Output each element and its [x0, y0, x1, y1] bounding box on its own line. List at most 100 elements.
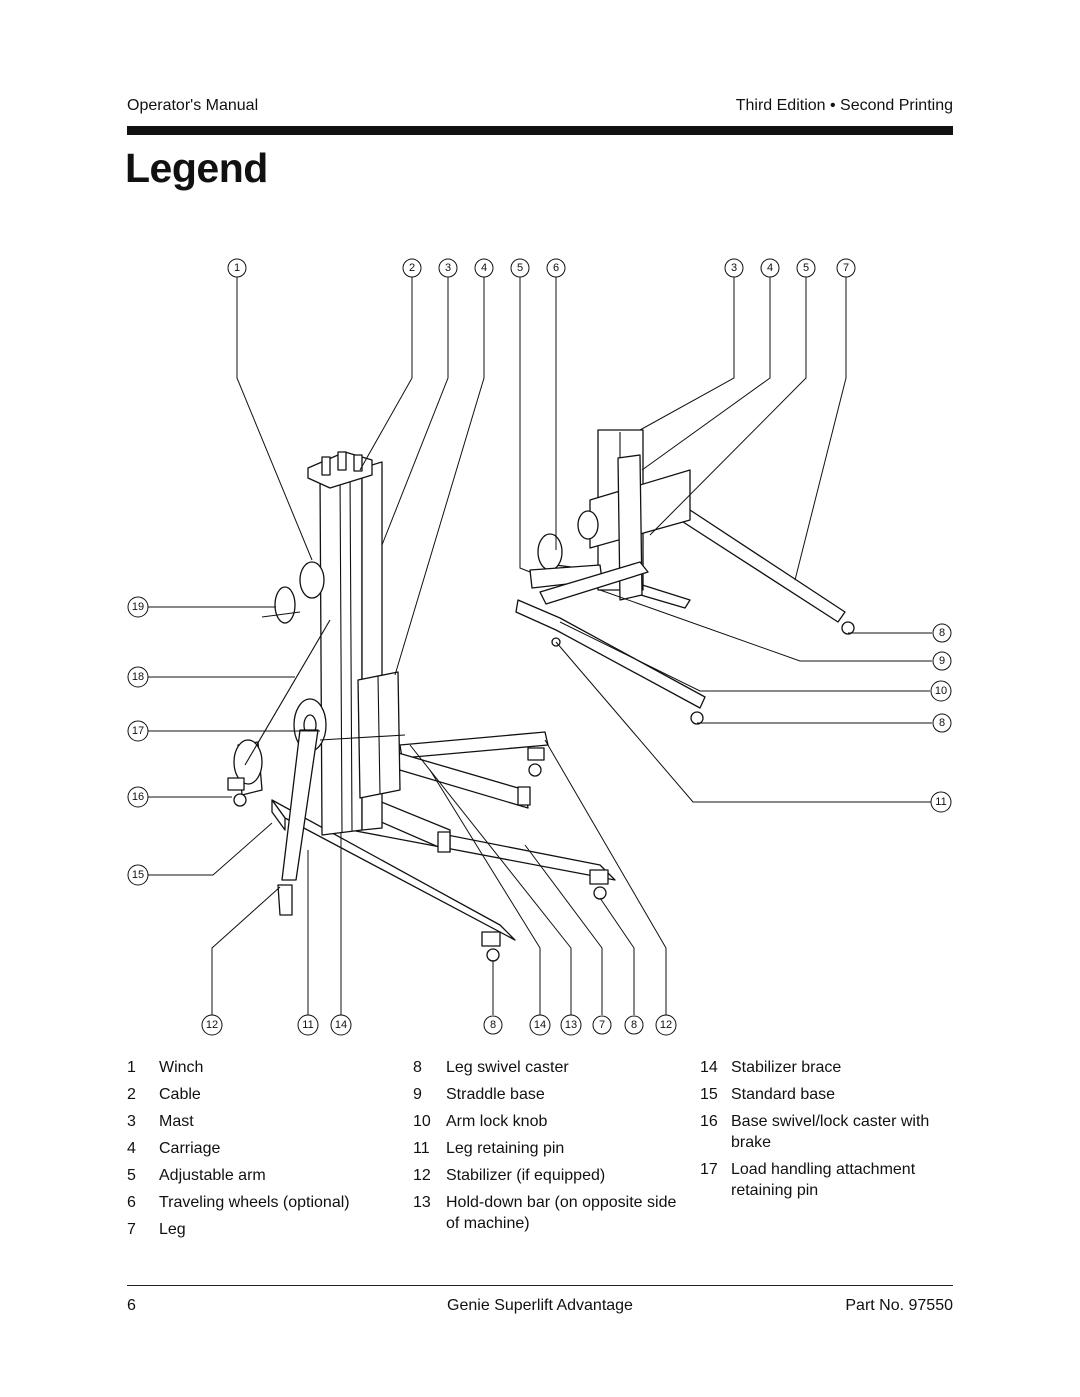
- legend-item: 2 Cable: [127, 1084, 387, 1105]
- legend-item: 15 Standard base: [700, 1084, 960, 1105]
- callout-18: 18: [127, 666, 149, 688]
- legend-number: 9: [413, 1086, 422, 1103]
- page-number: 6: [127, 1297, 136, 1314]
- legend-item: 14 Stabilizer brace: [700, 1057, 960, 1078]
- callout-3: 3: [724, 258, 744, 278]
- svg-text:4: 4: [767, 262, 773, 274]
- legend-label: Stabilizer (if equipped): [446, 1167, 606, 1184]
- callout-1: 1: [227, 258, 247, 278]
- svg-text:12: 12: [206, 1019, 218, 1031]
- legend-number: 10: [413, 1113, 431, 1130]
- svg-text:1: 1: [234, 262, 240, 274]
- legend-number: 7: [127, 1221, 136, 1238]
- header-edition: Third Edition • Second Printing: [735, 97, 953, 114]
- callout-5: 5: [796, 258, 816, 278]
- svg-text:8: 8: [939, 627, 945, 639]
- legend-number: 13: [413, 1194, 431, 1211]
- legend-item: 5 Adjustable arm: [127, 1165, 387, 1186]
- legend-item: 9 Straddle base: [413, 1084, 683, 1105]
- svg-text:8: 8: [490, 1019, 496, 1031]
- svg-text:8: 8: [631, 1019, 637, 1031]
- legend-item: 12 Stabilizer (if equipped): [413, 1165, 683, 1186]
- callout-17: 17: [127, 720, 149, 742]
- svg-text:18: 18: [132, 671, 144, 683]
- legend-number: 15: [700, 1086, 718, 1103]
- svg-text:13: 13: [565, 1019, 577, 1031]
- legend-label: Leg: [159, 1221, 186, 1238]
- legend-number: 6: [127, 1194, 136, 1211]
- legend-label: Standard base: [731, 1086, 836, 1103]
- svg-text:19: 19: [132, 601, 144, 613]
- legend-item: 7 Leg: [127, 1219, 387, 1240]
- legend-label: Straddle base: [446, 1086, 545, 1103]
- legend-number: 16: [700, 1113, 718, 1130]
- callout-11: 11: [297, 1014, 319, 1036]
- callout-8: 8: [932, 623, 952, 643]
- callout-2: 2: [402, 258, 422, 278]
- footer-part-number: Part No. 97550: [845, 1297, 953, 1314]
- callout-15: 15: [127, 864, 149, 886]
- svg-text:2: 2: [409, 262, 415, 274]
- right-machine-illustration: [515, 429, 855, 725]
- svg-text:5: 5: [803, 262, 809, 274]
- legend-label: Hold-down bar (on opposite side of machi…: [446, 1194, 677, 1232]
- legend-item: 11 Leg retaining pin: [413, 1138, 683, 1159]
- svg-text:12: 12: [660, 1019, 672, 1031]
- legend-label: Stabilizer brace: [731, 1059, 842, 1076]
- svg-text:17: 17: [132, 725, 144, 737]
- legend-label: Carriage: [159, 1140, 221, 1157]
- svg-text:14: 14: [534, 1019, 546, 1031]
- legend-item: 10 Arm lock knob: [413, 1111, 683, 1132]
- callout-12: 12: [201, 1014, 223, 1036]
- callout-6: 6: [546, 258, 566, 278]
- svg-text:7: 7: [599, 1019, 605, 1031]
- legend-item: 13 Hold-down bar (on opposite side of mac…: [413, 1192, 683, 1234]
- callout-8: 8: [932, 713, 952, 733]
- callout-12: 12: [655, 1014, 677, 1036]
- svg-text:9: 9: [939, 655, 945, 667]
- legend-number: 11: [413, 1140, 430, 1157]
- svg-text:4: 4: [481, 262, 487, 274]
- legend-label: Leg swivel caster: [446, 1059, 569, 1076]
- callout-16: 16: [127, 786, 149, 808]
- callout-14: 14: [529, 1014, 551, 1036]
- page-title: Legend: [125, 145, 268, 191]
- callout-8: 8: [483, 1015, 503, 1035]
- legend-number: 12: [413, 1167, 431, 1184]
- header-manual-title: Operator's Manual: [127, 97, 259, 114]
- callout-10: 10: [930, 680, 952, 702]
- legend-number: 3: [127, 1113, 136, 1130]
- legend-number: 2: [127, 1086, 136, 1103]
- svg-text:8: 8: [939, 717, 945, 729]
- callout-19: 19: [127, 596, 149, 618]
- legend-number: 14: [700, 1059, 718, 1076]
- header-rule: [127, 126, 953, 135]
- legend-label: Adjustable arm: [159, 1167, 266, 1184]
- legend-number: 4: [127, 1140, 136, 1157]
- legend-item: 6 Traveling wheels (optional): [127, 1192, 387, 1213]
- legend-label: Winch: [159, 1059, 204, 1076]
- footer-product-name: Genie Superlift Advantage: [447, 1297, 633, 1314]
- svg-text:3: 3: [731, 262, 737, 274]
- legend-number: 1: [127, 1059, 136, 1076]
- legend-number: 5: [127, 1167, 136, 1184]
- callout-9: 9: [932, 651, 952, 671]
- callout-14: 14: [330, 1014, 352, 1036]
- svg-text:3: 3: [445, 262, 451, 274]
- svg-text:11: 11: [935, 796, 946, 808]
- callout-5: 5: [510, 258, 530, 278]
- legend-label: Traveling wheels (optional): [159, 1194, 350, 1211]
- left-machine-illustration: [227, 451, 616, 962]
- legend-label: Leg retaining pin: [446, 1140, 565, 1157]
- footer-rule: [127, 1285, 953, 1286]
- legend-label: Arm lock knob: [446, 1113, 548, 1130]
- legend-label: Cable: [159, 1086, 201, 1103]
- callout-7: 7: [836, 258, 856, 278]
